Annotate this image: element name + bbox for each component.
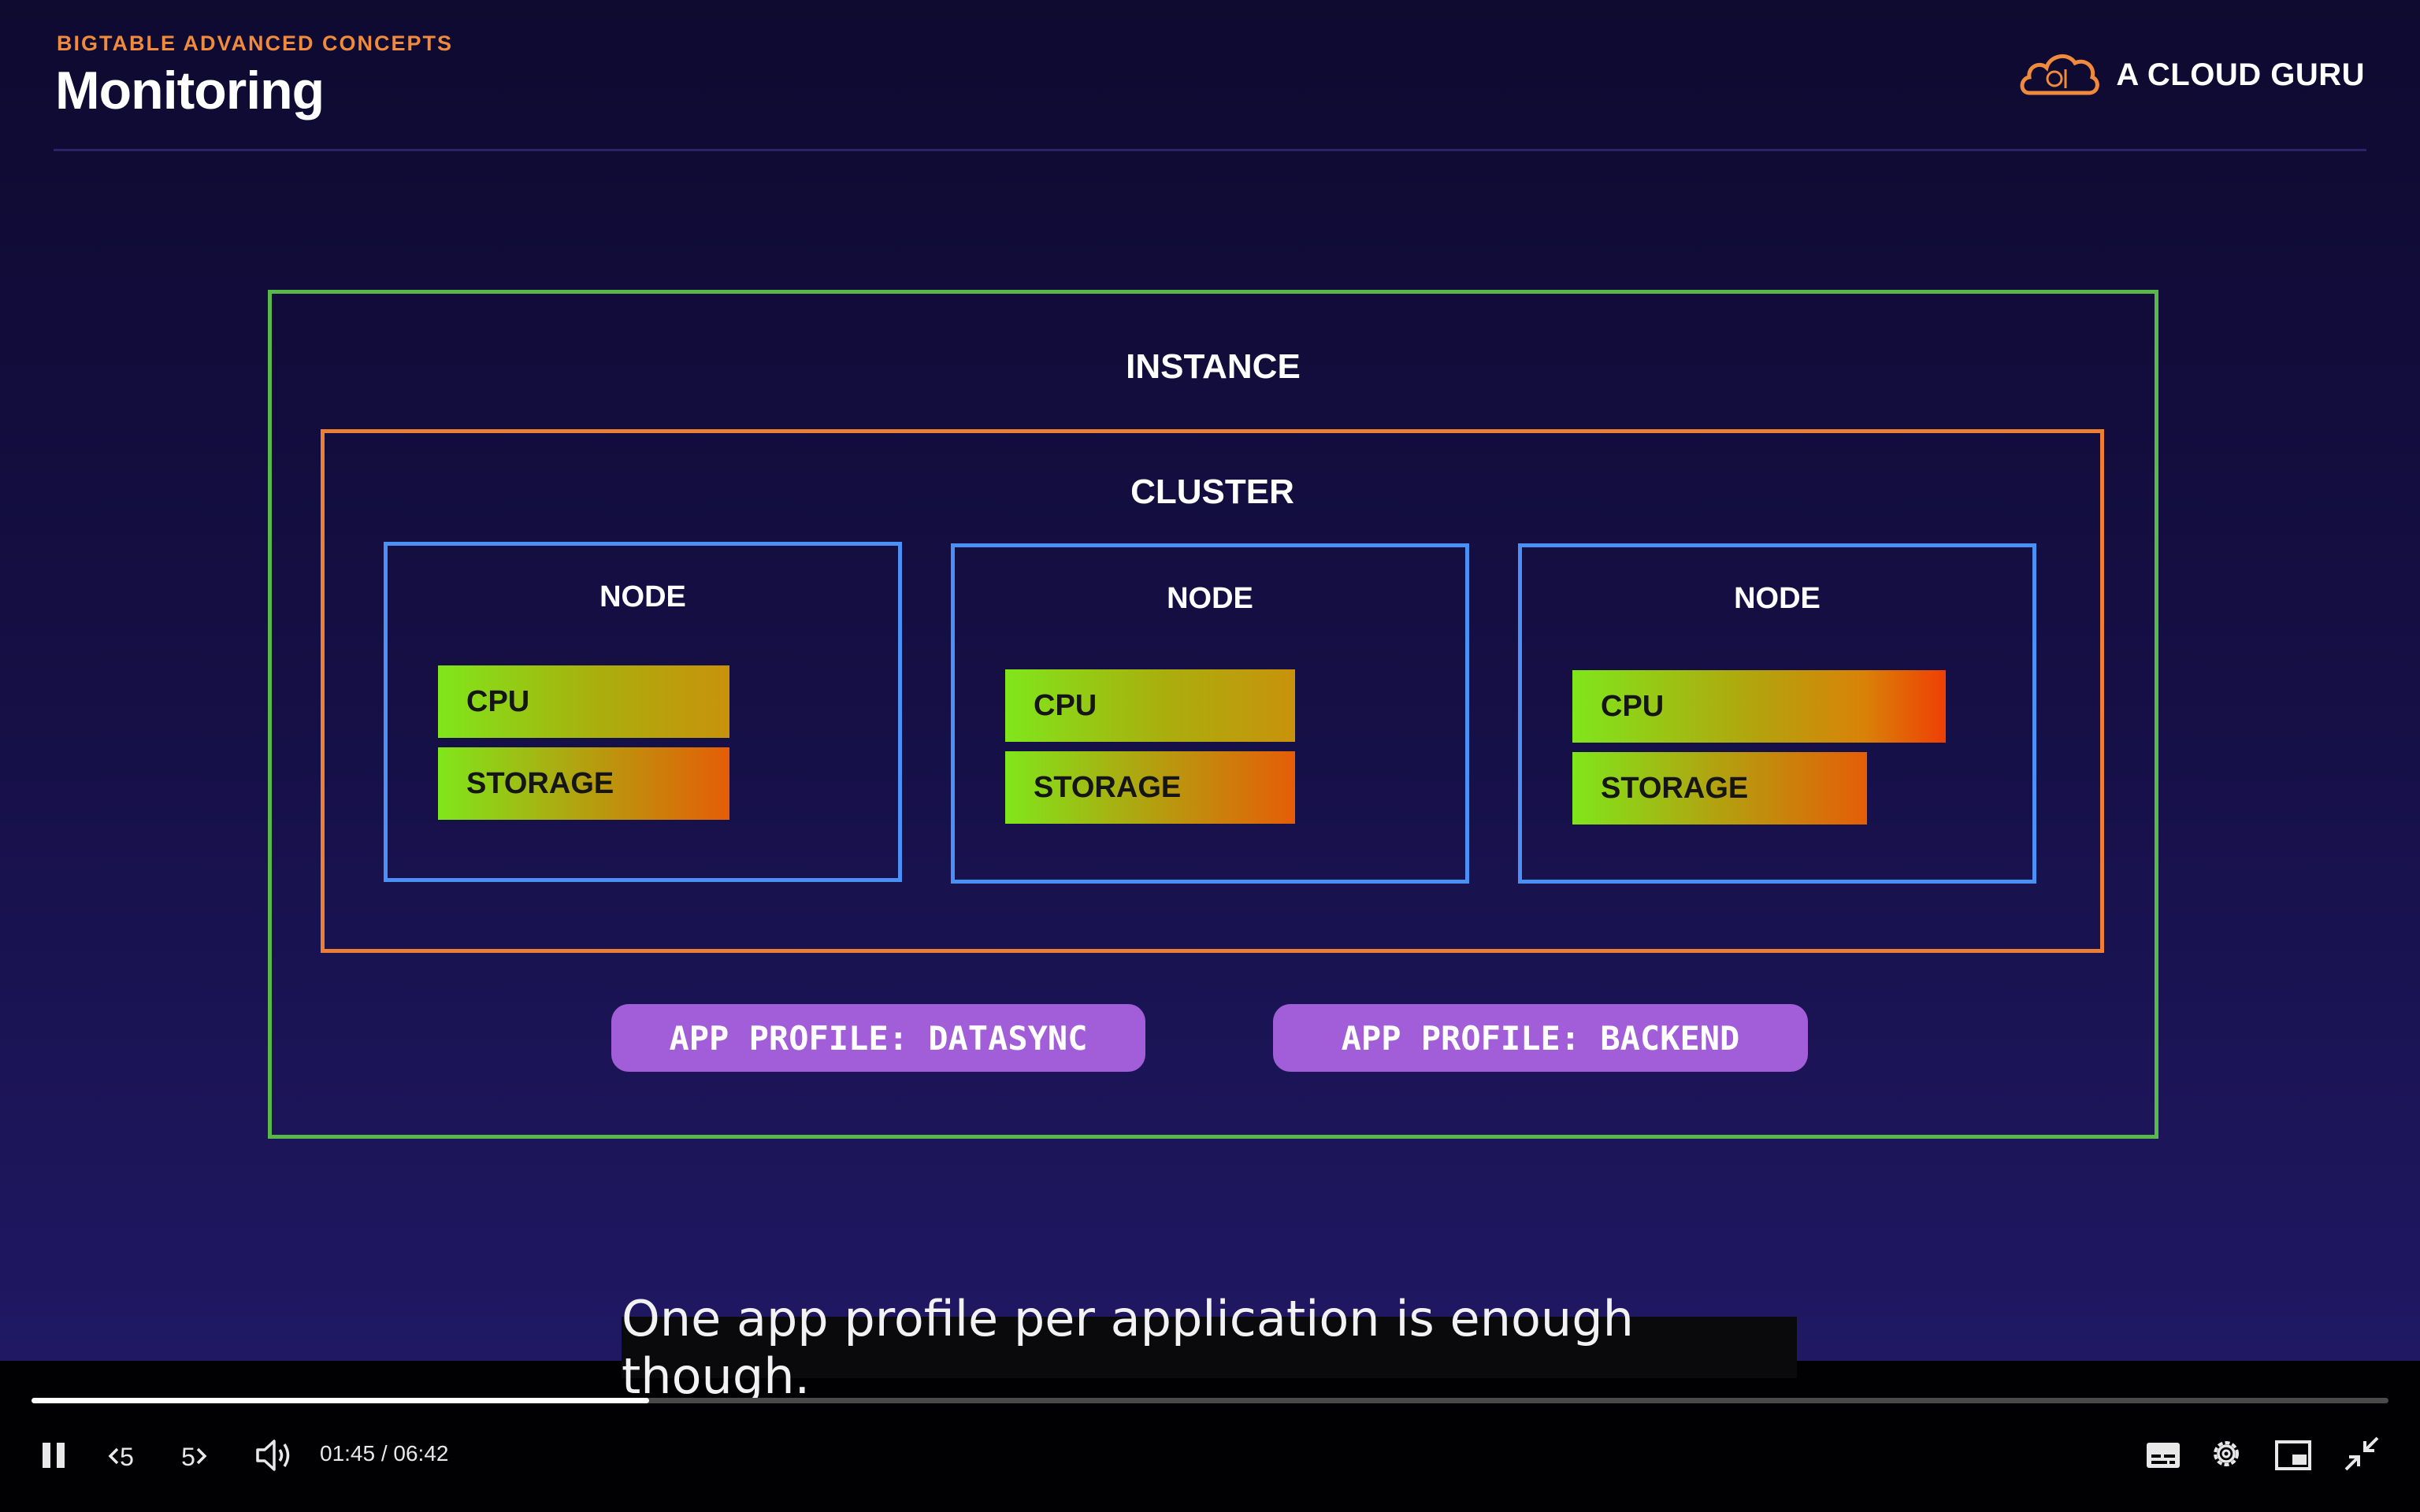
node-label: NODE bbox=[599, 580, 686, 613]
instance-box: INSTANCE bbox=[268, 290, 2158, 1139]
progress-bar[interactable] bbox=[32, 1398, 2388, 1403]
skip-forward-button[interactable]: 5 bbox=[173, 1438, 216, 1476]
node-box-1: NODE CPU STORAGE bbox=[384, 542, 902, 882]
subtitle-caption: One app profile per application is enoug… bbox=[622, 1290, 1797, 1405]
cluster-box: CLUSTER bbox=[321, 429, 2104, 953]
picture-in-picture-icon bbox=[2275, 1440, 2311, 1474]
node-box-2: NODE CPU STORAGE bbox=[951, 543, 1469, 884]
pause-button[interactable] bbox=[35, 1438, 72, 1476]
cluster-label: CLUSTER bbox=[1130, 472, 1294, 511]
forward-icon bbox=[195, 1443, 208, 1472]
settings-icon bbox=[2208, 1436, 2244, 1476]
skip-forward-label: 5 bbox=[181, 1442, 195, 1471]
captions-button[interactable] bbox=[2144, 1438, 2182, 1476]
picture-in-picture-button[interactable] bbox=[2273, 1438, 2313, 1476]
pause-icon bbox=[40, 1441, 67, 1473]
node-label: NODE bbox=[1734, 582, 1821, 615]
header-divider bbox=[54, 149, 2366, 151]
app-profile-datasync: APP PROFILE: DATASYNC bbox=[611, 1004, 1145, 1072]
settings-button[interactable] bbox=[2206, 1435, 2247, 1476]
slide-title: Monitoring bbox=[55, 61, 325, 120]
node-label: NODE bbox=[1167, 582, 1253, 615]
storage-bar: STORAGE bbox=[438, 747, 729, 820]
volume-button[interactable] bbox=[252, 1435, 296, 1479]
progress-fill bbox=[32, 1398, 649, 1403]
exit-fullscreen-icon bbox=[2343, 1435, 2381, 1477]
cpu-bar: CPU bbox=[438, 665, 729, 738]
brand-name: A CLOUD GURU bbox=[2116, 57, 2365, 92]
node-box-3: NODE CPU STORAGE bbox=[1518, 543, 2036, 884]
player-controls-bar bbox=[0, 1361, 2420, 1512]
skip-back-label: 5 bbox=[120, 1442, 134, 1471]
instance-label: INSTANCE bbox=[1126, 347, 1301, 386]
storage-bar: STORAGE bbox=[1572, 752, 1867, 825]
course-eyebrow: BIGTABLE ADVANCED CONCEPTS bbox=[57, 32, 454, 55]
cloud-logo-icon bbox=[2018, 47, 2100, 103]
storage-bar: STORAGE bbox=[1005, 751, 1295, 824]
captions-icon bbox=[2146, 1442, 2181, 1473]
skip-back-button[interactable]: 5 bbox=[99, 1438, 142, 1476]
cpu-bar: CPU bbox=[1572, 670, 1946, 743]
rewind-icon bbox=[107, 1443, 120, 1472]
exit-fullscreen-button[interactable] bbox=[2341, 1435, 2382, 1476]
time-display: 01:45 / 06:42 bbox=[320, 1441, 449, 1466]
brand-logo: A CLOUD GURU bbox=[2018, 47, 2365, 102]
volume-icon bbox=[254, 1438, 294, 1477]
app-profile-backend: APP PROFILE: BACKEND bbox=[1273, 1004, 1808, 1072]
cpu-bar: CPU bbox=[1005, 669, 1295, 742]
